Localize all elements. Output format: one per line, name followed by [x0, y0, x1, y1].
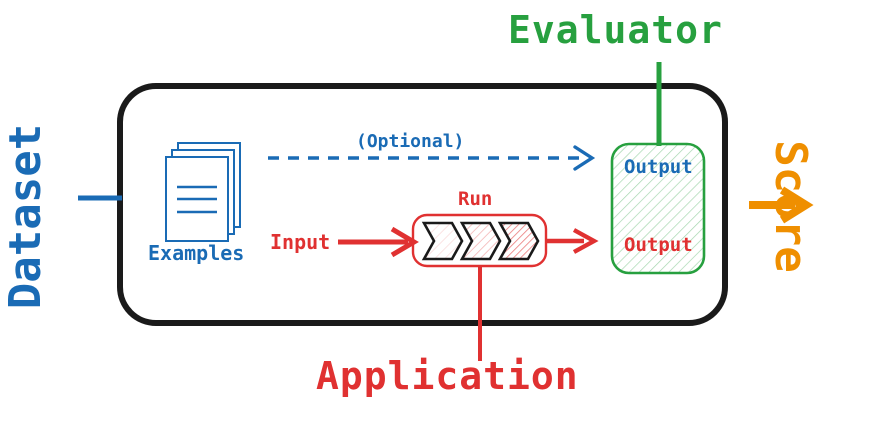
examples-document-stack-icon [165, 142, 241, 242]
optional-label: (Optional) [356, 131, 465, 152]
application-label: Application [316, 354, 579, 398]
output-reference-label: Output [624, 156, 693, 178]
examples-label: Examples [148, 241, 245, 265]
run-output-arrow [547, 228, 599, 254]
dataset-label-text: Dataset [0, 123, 51, 310]
pipeline-container-box [117, 83, 728, 326]
run-chevron-3 [497, 221, 540, 261]
input-label: Input [270, 230, 331, 254]
run-label: Run [458, 188, 493, 210]
dataset-label: Dataset [0, 0, 72, 421]
run-chevron-2 [459, 221, 502, 261]
score-label: Score [745, 0, 816, 421]
evaluator-output-box [610, 142, 706, 275]
run-pipeline-box [411, 213, 548, 268]
optional-dashed-arrow [268, 145, 596, 171]
run-chevron-1 [421, 221, 464, 261]
input-arrow [338, 226, 419, 258]
score-label-text: Score [765, 140, 816, 273]
evaluator-label: Evaluator [508, 8, 723, 52]
score-arrow [749, 186, 814, 224]
output-generated-label: Output [624, 234, 693, 256]
